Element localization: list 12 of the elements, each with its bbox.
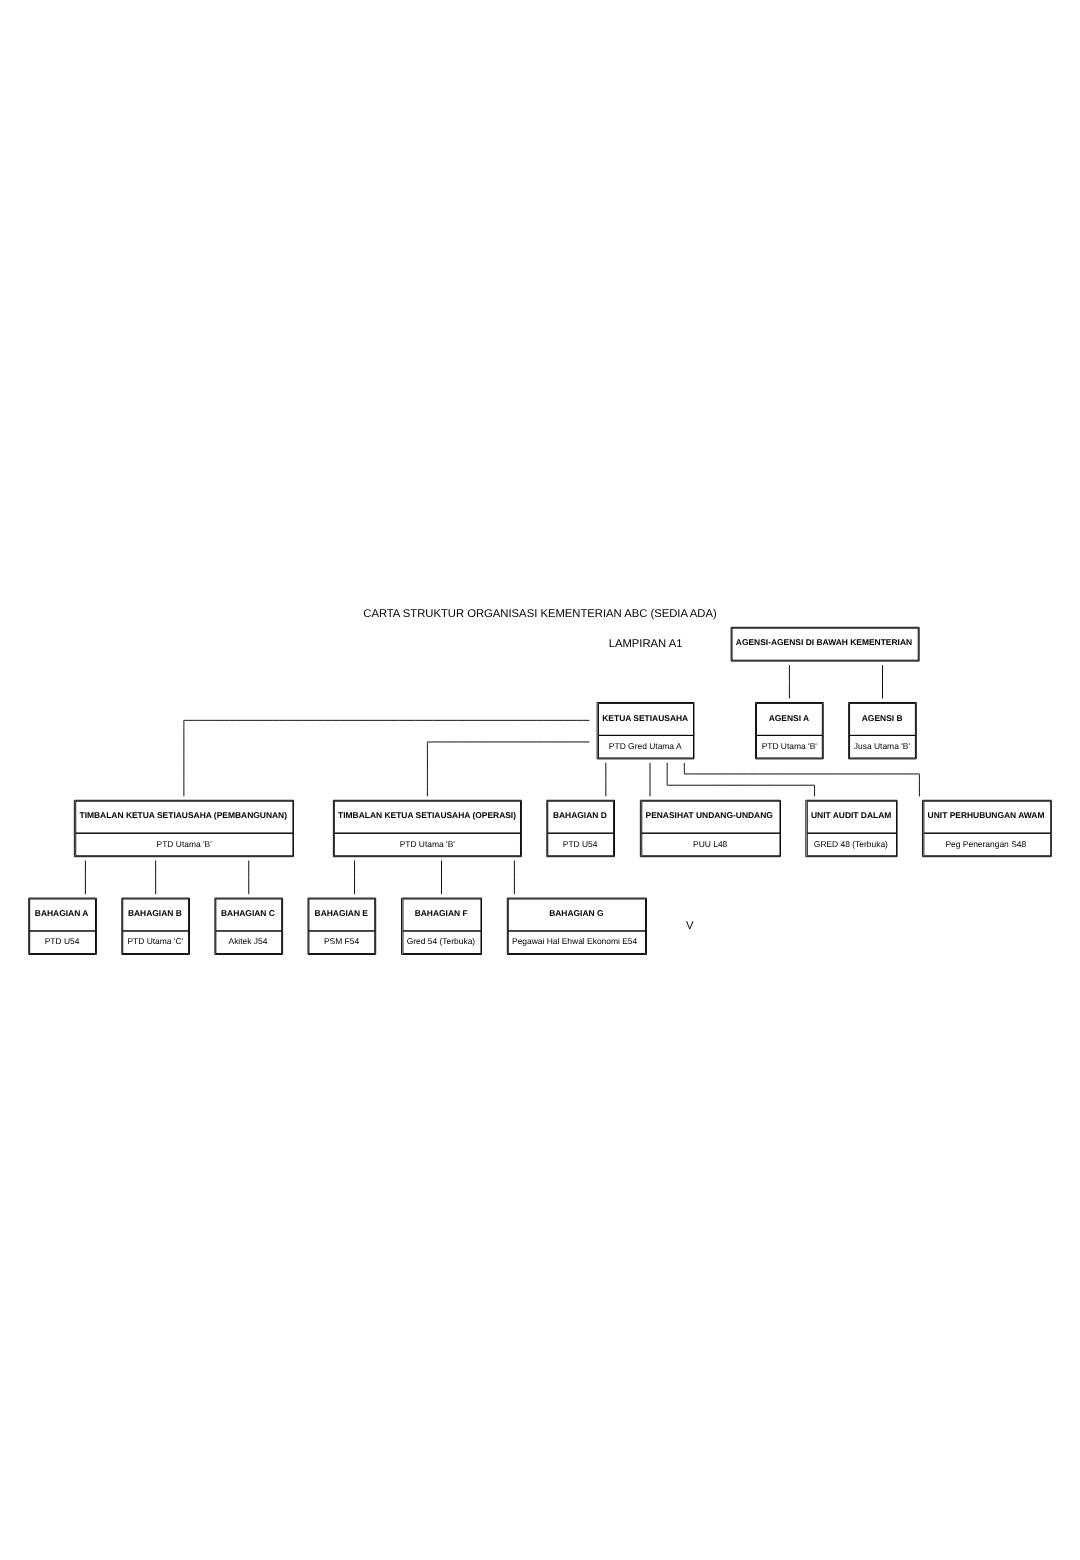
connector [666,761,816,796]
connector [84,859,86,894]
connector [513,859,515,894]
connector [248,859,250,894]
connector [426,740,590,796]
connector [354,859,355,894]
connector [882,663,883,698]
connector [183,718,590,796]
connector [788,663,790,698]
connector [683,761,920,796]
connector [155,859,157,894]
connector [441,859,442,894]
